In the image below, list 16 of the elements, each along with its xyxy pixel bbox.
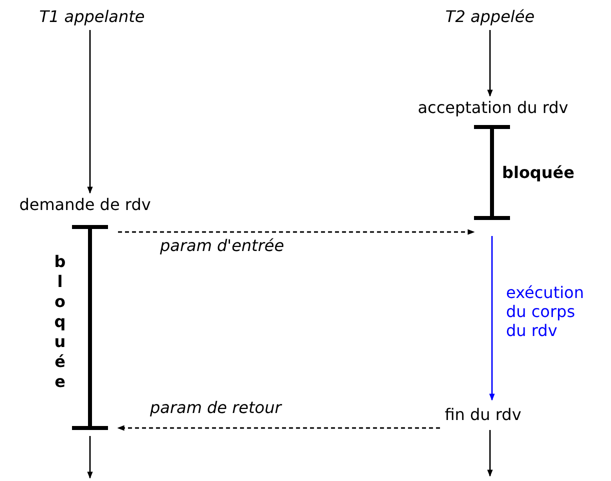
blocked-label: bloquée bbox=[502, 163, 574, 182]
blocked-label: bloquée bbox=[53, 252, 67, 392]
edge-label: param d'entrée bbox=[158, 236, 286, 255]
arrow bbox=[87, 436, 93, 479]
arrow bbox=[487, 30, 493, 97]
lifeline-label: acceptation du rdv bbox=[416, 97, 570, 119]
arrow bbox=[117, 425, 440, 431]
arrow bbox=[87, 30, 93, 194]
arrow bbox=[489, 236, 495, 401]
arrow bbox=[118, 229, 475, 235]
arrow bbox=[487, 430, 493, 477]
lifeline-label: fin du rdv bbox=[444, 404, 522, 426]
edge-label: param de retour bbox=[148, 398, 284, 417]
lifeline-label: demande de rdv bbox=[18, 194, 152, 216]
lifeline-label: T1 appelante bbox=[38, 6, 146, 28]
lifeline-label: T2 appelée bbox=[444, 6, 536, 28]
